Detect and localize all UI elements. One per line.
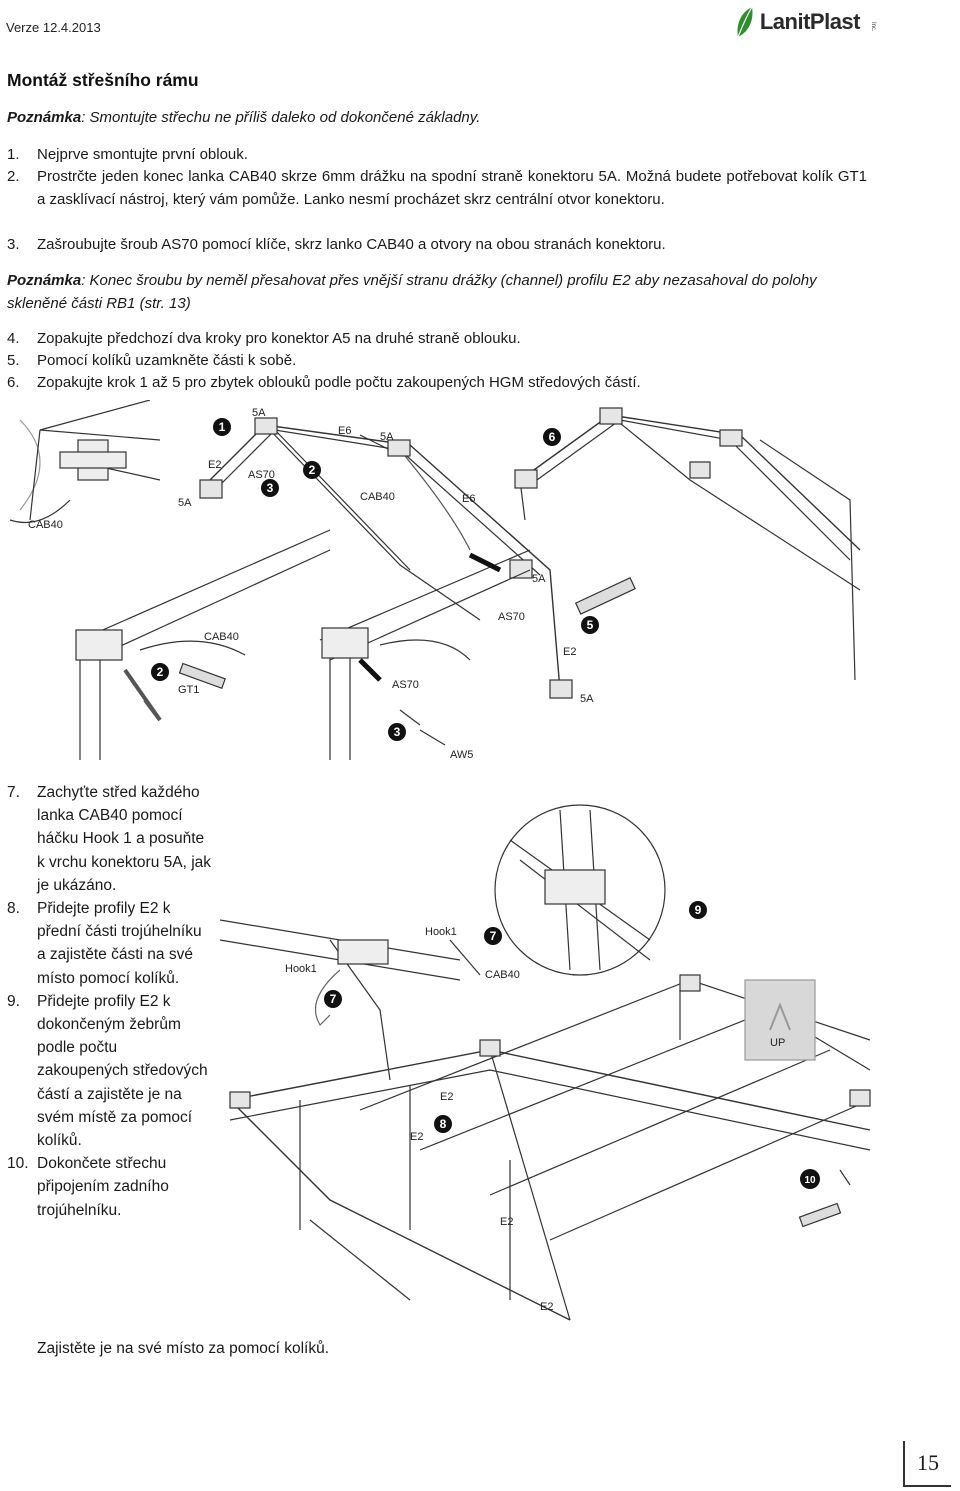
fig1-label: 5A <box>252 407 266 419</box>
step-8: 8. Přidejte profily E2 k přední části tr… <box>7 897 212 990</box>
fig2-label: E2 <box>500 1216 513 1228</box>
version-label: Verze 12.4.2013 <box>6 20 101 35</box>
step-number: 1. <box>7 146 20 163</box>
fig1-label: E2 <box>208 459 221 471</box>
svg-text:8: 8 <box>440 1117 447 1131</box>
fig1-label: GT1 <box>178 684 199 696</box>
callout-10: 10 <box>800 1169 820 1189</box>
note-2-text: : Konec šroubu by neměl přesahovat přes … <box>7 272 817 312</box>
fig1-label: CAB40 <box>360 491 395 503</box>
fig1-label: E6 <box>462 493 475 505</box>
callout-6: 6 <box>543 428 561 446</box>
callout-1: 1 <box>213 418 231 436</box>
callout-3b: 3 <box>388 723 406 741</box>
step-5: 5. Pomocí kolíků uzamkněte části k sobě. <box>7 350 867 373</box>
svg-text:2: 2 <box>309 463 316 477</box>
step-number: 9. <box>7 992 20 1010</box>
svg-text:6: 6 <box>549 430 556 444</box>
note-1: Poznámka: Smontujte střechu ne příliš da… <box>7 106 480 129</box>
fig2-label: UP <box>770 1037 785 1049</box>
svg-text:3: 3 <box>394 725 401 739</box>
step-text: Přidejte profily E2 k přední části trojú… <box>37 900 202 987</box>
step-text: Prostrčte jeden konec lanka CAB40 skrze … <box>37 168 867 208</box>
step-text: Zašroubujte šroub AS70 pomocí klíče, skr… <box>37 236 666 253</box>
fig2-label: E2 <box>410 1131 423 1143</box>
step-number: 2. <box>7 168 20 185</box>
step-text: Přidejte profily E2 k dokončeným žebrům … <box>37 992 208 1150</box>
step-3: 3. Zašroubujte šroub AS70 pomocí klíče, … <box>7 234 867 257</box>
svg-text:5: 5 <box>587 618 594 632</box>
note-2-label: Poznámka <box>7 272 82 289</box>
logo-small-text: Inc. <box>870 22 876 32</box>
note-1-label: Poznámka <box>7 109 82 126</box>
svg-text:10: 10 <box>804 1175 816 1186</box>
step-10: 10. Dokončete střechu připojením zadního… <box>7 1152 212 1222</box>
fig1-label: CAB40 <box>28 519 63 531</box>
step-4: 4. Zopakujte předchozí dva kroky pro kon… <box>7 328 867 351</box>
callout-3: 3 <box>261 479 279 497</box>
callout-5: 5 <box>581 616 599 634</box>
fig1-label: CAB40 <box>204 631 239 643</box>
step-number: 3. <box>7 236 20 253</box>
page-title: Montáž střešního rámu <box>7 70 199 90</box>
step-number: 10. <box>7 1155 29 1173</box>
step-2: 2. Prostrčte jeden konec lanka CAB40 skr… <box>7 166 867 211</box>
step-number: 4. <box>7 330 20 347</box>
step-text: Zopakujte předchozí dva kroky pro konekt… <box>37 330 521 347</box>
step-text: Dokončete střechu připojením zadního tro… <box>37 1155 169 1219</box>
note-2: Poznámka: Konec šroubu by neměl přesahov… <box>7 269 867 315</box>
step-number: 6. <box>7 374 20 391</box>
logo-text: LanitPlast <box>759 9 861 34</box>
callout-7a: 7 <box>484 927 502 945</box>
final-instruction: Zajistěte je na své místo za pomocí kolí… <box>37 1340 330 1357</box>
fig1-label: AS70 <box>392 679 419 691</box>
step-1: 1. Nejprve smontujte první oblouk. <box>7 144 867 167</box>
brand-logo: LanitPlast Inc. <box>734 4 876 40</box>
roof-arch-assembly-illustration: 5A E6 5A E2 AS70 5A CAB40 E6 CAB40 5A AS… <box>9 400 861 761</box>
fig2-label: Hook1 <box>285 963 317 975</box>
step-9: 9. Přidejte profily E2 k dokončeným žebr… <box>7 990 212 1152</box>
step-number: 7. <box>7 784 20 801</box>
leaf-icon <box>737 6 753 38</box>
step-number: 5. <box>7 352 20 369</box>
svg-text:2: 2 <box>157 665 164 679</box>
callout-2: 2 <box>303 461 321 479</box>
roof-frame-illustration: Hook1 Hook1 CAB40 E2 E2 E2 E2 UP 7 7 8 9… <box>219 804 871 1321</box>
step-7: 7. Zachyťte střed každého lanka CAB40 po… <box>7 781 212 897</box>
step-text: Pomocí kolíků uzamkněte části k sobě. <box>37 352 297 369</box>
step-6: 6. Zopakujte krok 1 až 5 pro zbytek oblo… <box>7 372 867 395</box>
fig1-label: E2 <box>563 646 576 658</box>
fig2-label: E2 <box>540 1301 553 1313</box>
fig1-label: AW5 <box>450 749 473 761</box>
fig1-label: E6 <box>338 425 351 437</box>
fig2-label: E2 <box>440 1091 453 1103</box>
svg-text:9: 9 <box>695 903 702 917</box>
svg-text:1: 1 <box>219 420 226 434</box>
fig2-label: Hook1 <box>425 926 457 938</box>
fig1-label: 5A <box>178 497 192 509</box>
svg-text:7: 7 <box>330 992 337 1006</box>
callout-9: 9 <box>689 901 707 919</box>
callout-8: 8 <box>434 1115 452 1133</box>
fig1-label: 5A <box>380 431 394 443</box>
fig1-label: 5A <box>532 573 546 585</box>
svg-text:7: 7 <box>490 929 497 943</box>
fig1-label: AS70 <box>498 611 525 623</box>
step-text: Nejprve smontujte první oblouk. <box>37 146 248 163</box>
callout-2b: 2 <box>151 663 169 681</box>
callout-7b: 7 <box>324 990 342 1008</box>
step-text: Zopakujte krok 1 až 5 pro zbytek oblouků… <box>37 374 641 391</box>
step-number: 8. <box>7 900 20 918</box>
note-1-text: : Smontujte střechu ne příliš daleko od … <box>81 109 481 126</box>
fig1-label: AS70 <box>248 469 275 481</box>
page-number: 15 <box>903 1441 951 1487</box>
side-steps-list: 7. Zachyťte střed každého lanka CAB40 po… <box>7 781 212 1222</box>
step-text: Zachyťte střed každého lanka CAB40 pomoc… <box>37 784 212 894</box>
svg-text:3: 3 <box>267 481 274 495</box>
fig1-label: 5A <box>580 693 594 705</box>
fig2-label: CAB40 <box>485 969 520 981</box>
